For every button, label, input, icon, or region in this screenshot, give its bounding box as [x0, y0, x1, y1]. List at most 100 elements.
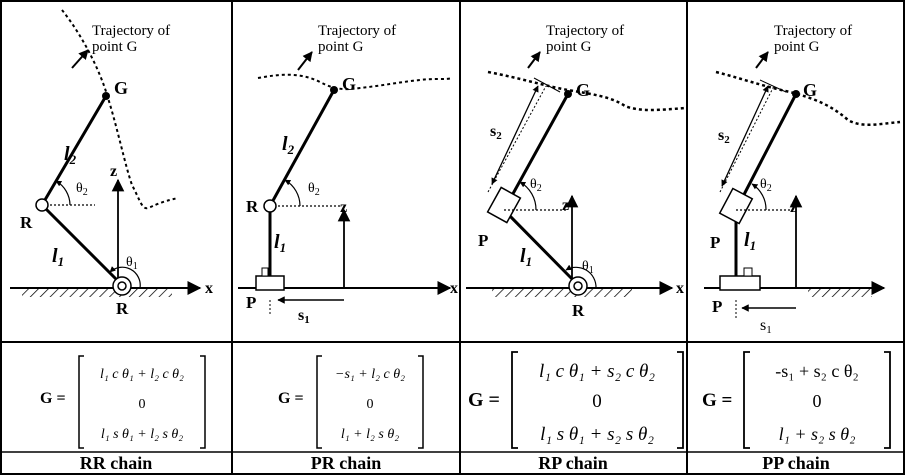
- bracket-left: [511, 351, 518, 449]
- joint-b-label: P: [246, 293, 256, 312]
- link2-label: l2: [64, 143, 77, 167]
- caption-rp: RP chain: [538, 453, 608, 473]
- point-g-icon: [330, 86, 338, 94]
- equation-row-2: 0: [813, 391, 822, 411]
- joint-b-label: P: [712, 297, 722, 316]
- prismatic-joint-icon: [255, 275, 285, 291]
- panel-rp-diagram: Trajectory of point G x z G s2 l1 θ2 θ1 …: [466, 23, 686, 320]
- trajectory-label-line1: Trajectory of: [774, 23, 852, 39]
- equation-row-2: 0: [592, 391, 602, 412]
- s2-dimension: [491, 85, 539, 185]
- panel-pp-diagram: Trajectory of point G z G s2 s1 l1 θ2 P …: [704, 23, 901, 336]
- trajectory-label-line1: Trajectory of: [92, 23, 170, 39]
- bracket-left: [78, 355, 84, 449]
- theta2-label: θ2: [530, 177, 542, 194]
- link-2: [40, 95, 108, 206]
- axis-z-label: z: [562, 197, 569, 214]
- caption-rr: RR chain: [80, 453, 153, 473]
- equation-row-2: 0: [367, 397, 374, 412]
- point-g-label: G: [114, 78, 128, 98]
- axis-x-label: x: [676, 280, 684, 297]
- trajectory-label: Trajectory of point G: [297, 23, 396, 71]
- theta2-arc: [284, 179, 301, 207]
- trajectory-label-line2: point G: [92, 39, 138, 55]
- s2-dimension: [721, 85, 769, 187]
- bracket-right: [677, 351, 684, 449]
- link1-label: l1: [52, 245, 64, 269]
- theta1-arc: [109, 266, 141, 289]
- axis-z-label: z: [110, 163, 117, 180]
- bracket-right: [884, 351, 891, 449]
- trajectory-label: Trajectory of point G: [527, 23, 624, 69]
- caption-pr: PR chain: [311, 453, 382, 473]
- theta1-arc: [565, 264, 597, 289]
- axis-z-label: z: [340, 199, 347, 216]
- theta1-label: θ1: [582, 259, 594, 276]
- theta2-label: θ2: [760, 177, 772, 194]
- equation-rp: G = l₁ c θ₁ + s₂ c θ₂ 0 l₁ s θ₁ + s₂ s θ…: [468, 351, 684, 449]
- equation-pr: G = −s₁ + l₂ c θ₂ 0 l₁ + l₂ s θ₂: [278, 355, 424, 449]
- link1-label: l1: [744, 229, 756, 253]
- trajectory-curve: [487, 70, 686, 112]
- joint-a-label: P: [478, 231, 488, 250]
- joint-b-label: R: [572, 301, 585, 320]
- ground-hatch: [808, 289, 872, 297]
- theta2-label: θ2: [308, 181, 320, 198]
- axis-x-label: x: [205, 280, 213, 297]
- equation-row-3: l₁ + l₂ s θ₂: [341, 427, 399, 442]
- point-g-icon: [564, 90, 572, 98]
- trajectory-curve: [257, 73, 453, 91]
- trajectory-curve: [61, 9, 179, 210]
- equation-lhs: G =: [702, 390, 732, 411]
- trajectory-label: Trajectory of point G: [755, 23, 852, 69]
- link1-label: l1: [520, 245, 532, 269]
- equation-row-1: l₁ c θ₁ + s₂ c θ₂: [539, 361, 655, 382]
- trajectory-label: Trajectory of point G: [71, 23, 170, 69]
- trajectory-label-line1: Trajectory of: [546, 23, 624, 39]
- equation-lhs: G =: [468, 389, 500, 411]
- equation-lhs: G =: [278, 390, 304, 407]
- bracket-left: [316, 355, 322, 449]
- theta2-arc: [55, 180, 71, 206]
- revolute-joint-icon: [263, 199, 277, 213]
- prismatic-joint-icon: [486, 186, 522, 224]
- link-1: [40, 203, 124, 287]
- trajectory-label-line1: Trajectory of: [318, 23, 396, 39]
- equation-row-3: l₁ s θ₁ + l₂ s θ₂: [101, 427, 183, 442]
- panel-pr-diagram: Trajectory of point G x z G s1 l2 l1 θ2 …: [238, 23, 458, 326]
- link1-label: l1: [274, 231, 286, 255]
- bracket-right: [418, 355, 424, 449]
- link2-label: l2: [282, 133, 295, 157]
- point-g-icon: [792, 90, 800, 98]
- s1-label: s1: [760, 317, 772, 336]
- point-g-label: G: [342, 74, 356, 94]
- equation-pp: G = -s₁ + s₂ c θ₂ 0 l₁ + s₂ s θ₂: [702, 351, 891, 449]
- point-g-label: G: [803, 80, 817, 100]
- prismatic-joint-icon: [718, 187, 754, 225]
- caption-pp: PP chain: [762, 453, 830, 473]
- trajectory-label-line2: point G: [318, 39, 364, 55]
- equation-lhs: G =: [40, 390, 66, 407]
- equation-row-1: −s₁ + l₂ c θ₂: [335, 367, 405, 382]
- revolute-joint-icon: [35, 198, 49, 212]
- joint-a-label: P: [710, 233, 720, 252]
- s2-label: s2: [490, 123, 502, 142]
- prismatic-joint-base-icon: [719, 275, 761, 291]
- point-g-icon: [102, 92, 110, 100]
- equation-rr: G = l₁ c θ₁ + l₂ c θ₂ 0 l₁ s θ₁ + l₂ s θ…: [40, 355, 206, 449]
- trajectory-label-line2: point G: [546, 39, 592, 55]
- bracket-right: [200, 355, 206, 449]
- s1-label: s1: [298, 307, 310, 326]
- joint-a-label: R: [246, 197, 259, 216]
- axis-x-label: x: [450, 280, 458, 297]
- equation-row-3: l₁ s θ₁ + s₂ s θ₂: [540, 424, 654, 445]
- s2-label: s2: [718, 127, 730, 146]
- link-1: [502, 208, 580, 287]
- link-2: [268, 89, 336, 207]
- theta2-label: θ2: [76, 181, 88, 198]
- equation-row-3: l₁ + s₂ s θ₂: [779, 424, 856, 444]
- ground-hatch: [22, 289, 172, 297]
- joint-b-label: R: [116, 299, 129, 318]
